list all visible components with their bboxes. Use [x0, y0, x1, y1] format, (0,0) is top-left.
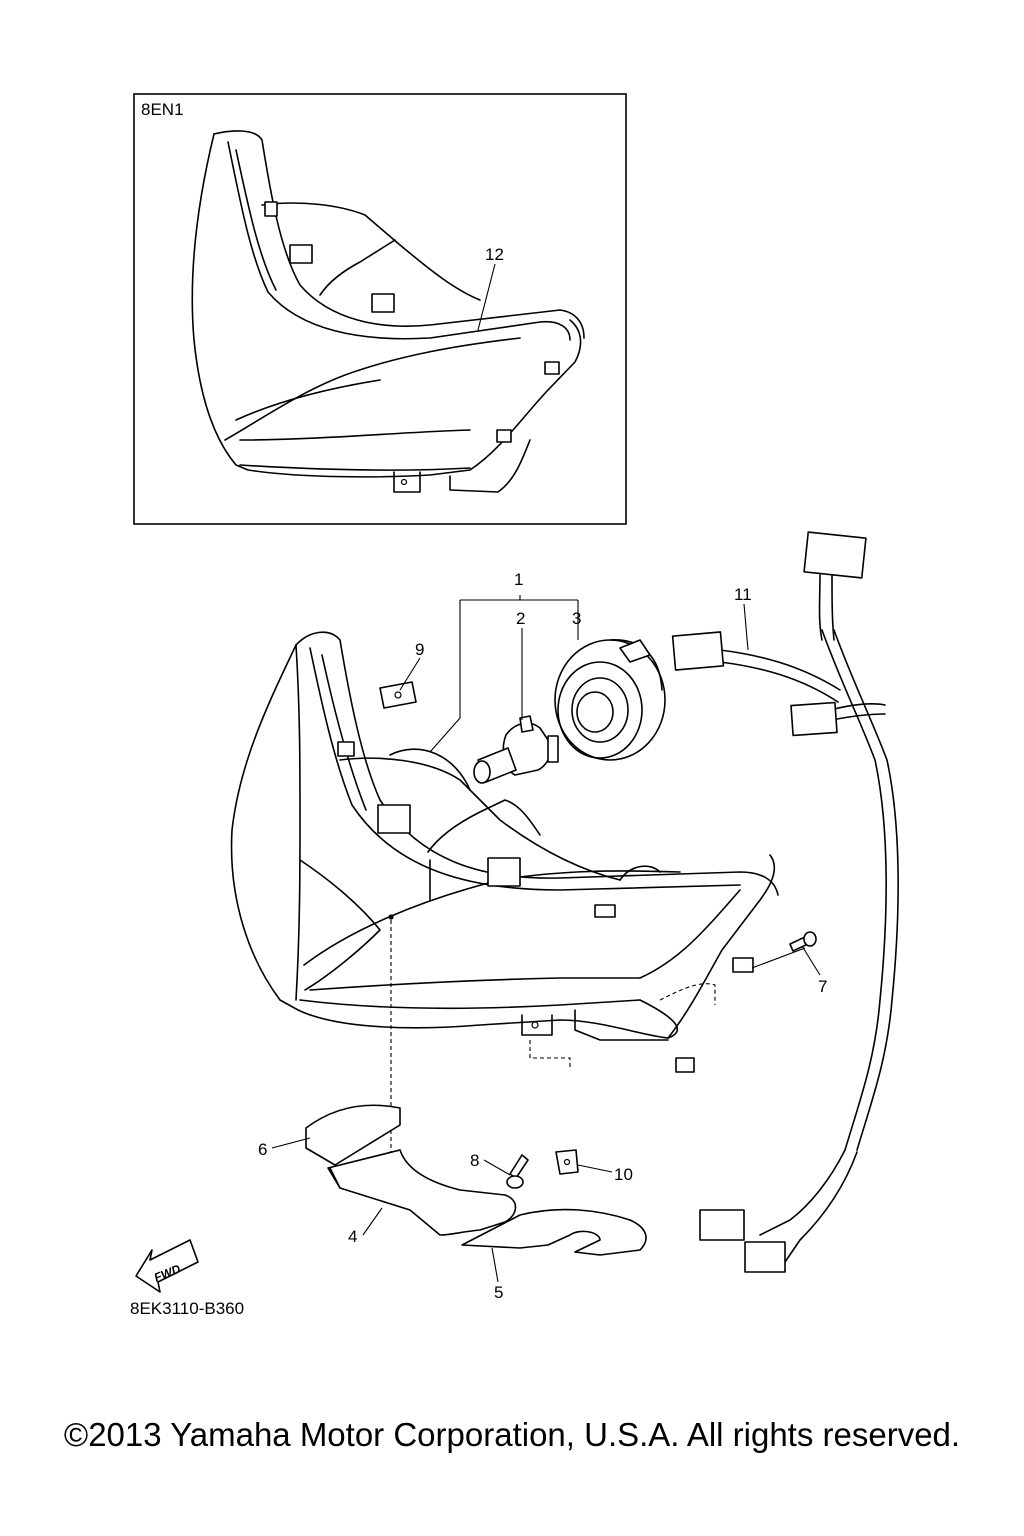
callout-line-7 — [801, 945, 821, 976]
callout-10: 10 — [614, 1165, 633, 1184]
inset-frame — [133, 93, 627, 525]
callout-3: 3 — [572, 609, 581, 628]
callout-8: 8 — [470, 1151, 479, 1170]
screw-part-7 — [789, 931, 817, 952]
bottom-panel-part-5 — [461, 1208, 647, 1256]
callout-line-8 — [483, 1159, 511, 1176]
copyright-notice: ©2013 Yamaha Motor Corporation, U.S.A. A… — [63, 1416, 961, 1453]
clip-part-9 — [379, 681, 417, 709]
callout-2: 2 — [516, 609, 525, 628]
callout-line-5 — [491, 1247, 499, 1283]
callout-bracket-1 — [429, 595, 579, 753]
housing-tab — [487, 857, 521, 887]
callout-line-7b — [751, 947, 806, 969]
inset-headlight-assembly — [191, 130, 585, 493]
callout-line-4 — [362, 1207, 383, 1236]
callout-9: 9 — [415, 640, 424, 659]
callout-12: 12 — [485, 245, 504, 264]
nut-part-10 — [555, 1149, 579, 1175]
callout-line-11 — [743, 603, 749, 651]
callout-line-12 — [477, 263, 496, 331]
callout-7: 7 — [818, 977, 827, 996]
callout-line-9 — [399, 657, 421, 691]
inset-code: 8EN1 — [141, 100, 184, 119]
callout-6: 6 — [258, 1140, 267, 1159]
side-cover-part-6 — [305, 1104, 401, 1166]
callout-5: 5 — [494, 1283, 503, 1302]
bulb-cover-part-3 — [554, 639, 666, 761]
callout-line-6 — [271, 1137, 311, 1149]
callout-line-10 — [577, 1164, 613, 1173]
callout-1: 1 — [514, 570, 523, 589]
inset-panel: 8EN1 12 — [133, 93, 627, 525]
fwd-arrow-icon: FWD — [135, 1239, 199, 1293]
headlight-housing — [230, 631, 779, 1205]
inset-tab — [371, 293, 395, 313]
housing-tab — [377, 804, 411, 834]
callout-4: 4 — [348, 1227, 357, 1246]
inset-tab — [289, 244, 313, 264]
diagram-code: 8EK3110-B360 — [130, 1299, 244, 1318]
bolt-part-8 — [506, 1154, 529, 1189]
wiring-harness-part-11 — [671, 531, 899, 1273]
bulb-part-2 — [473, 715, 559, 784]
callout-11: 11 — [734, 585, 752, 604]
lower-cover-part-4 — [327, 1149, 517, 1236]
